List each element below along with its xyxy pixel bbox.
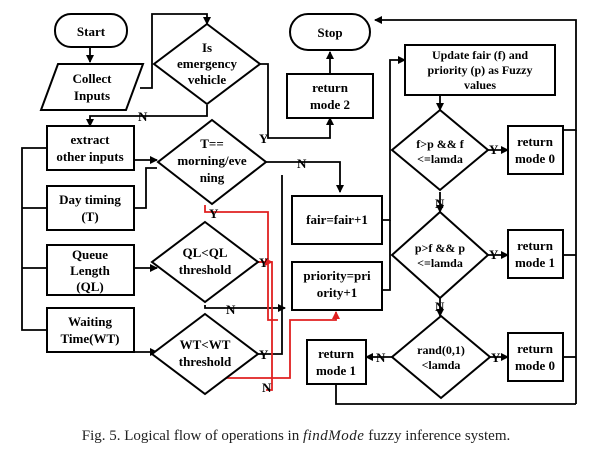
- edge-label-emergency-no: N: [138, 109, 148, 124]
- mode1b-label-2: mode 1: [316, 363, 356, 378]
- return-mode0-box-b: return mode 0: [507, 332, 564, 382]
- mode1a-label-1: return: [517, 238, 554, 253]
- update-label-3: values: [464, 78, 496, 92]
- waiting-time-box: Waiting Time(WT): [46, 307, 135, 353]
- queue-length-box: Queue Length (QL): [46, 244, 135, 296]
- update-label-1: Update fair (f) and: [432, 48, 528, 62]
- return-mode0-box-a: return mode 0: [507, 125, 564, 175]
- collect-label-2: Inputs: [74, 88, 110, 103]
- edge-label-fgtp-no: N: [435, 196, 445, 211]
- start-terminal: Start: [54, 13, 128, 48]
- extract-label-2: other inputs: [56, 149, 123, 164]
- f-gt-p-decision: f>p && f <=lamda: [390, 108, 490, 192]
- fgtp-label-2: <=lamda: [417, 152, 463, 166]
- extract-label-1: extract: [71, 132, 111, 147]
- rand-decision: rand(0,1) <lamda: [390, 314, 492, 400]
- ql-label-1: QL<QL: [183, 245, 228, 260]
- waiting-label-2: Time(WT): [61, 331, 120, 346]
- wt-decision: WT<WT threshold: [150, 312, 260, 396]
- collect-label-1: Collect: [73, 71, 113, 86]
- return-mode2-box: return mode 2: [286, 73, 374, 119]
- edge-label-pgtf-no: N: [435, 299, 445, 314]
- fair-increment-box: fair=fair+1: [291, 195, 383, 245]
- caption-prefix: Fig. 5. Logical flow of operations in: [81, 428, 303, 444]
- pgtf-label-1: p>f && p: [415, 241, 466, 255]
- edge-label-wt-yes: Y: [259, 347, 269, 362]
- caption-function-name: findMode: [302, 428, 365, 444]
- waiting-label-1: Waiting: [68, 314, 113, 329]
- rand-label-2: <lamda: [422, 358, 461, 372]
- start-label: Start: [77, 24, 106, 39]
- day-label-1: Day timing: [59, 192, 121, 207]
- edge-label-time-yes: Y: [209, 206, 219, 221]
- fair-inc-label: fair=fair+1: [306, 212, 368, 227]
- stop-label: Stop: [317, 25, 342, 40]
- time-label-1: T==: [200, 136, 224, 151]
- rand-label-1: rand(0,1): [417, 343, 465, 357]
- collect-inputs: Collect Inputs: [39, 63, 145, 111]
- queue-label-1: Queue: [72, 247, 108, 262]
- connectors: [21, 13, 577, 405]
- emergency-label-1: Is: [202, 40, 212, 55]
- mode0a-label-2: mode 0: [515, 151, 555, 166]
- edge-label-wt-no: N: [262, 380, 272, 395]
- ql-label-2: threshold: [179, 262, 232, 277]
- figure-caption: Fig. 5. Logical flow of operations in fi…: [0, 428, 592, 445]
- edge-label-ql-no: N: [226, 302, 236, 317]
- queue-label-3: (QL): [76, 279, 103, 294]
- emergency-decision: Is emergency vehicle: [152, 22, 262, 106]
- edge-label-ql-yes: Y: [259, 255, 269, 270]
- edge-label-rand-yes: Y: [491, 350, 501, 365]
- update-fair-box: Update fair (f) and priority (p) as Fuzz…: [404, 44, 556, 96]
- fgtp-label-1: f>p && f: [416, 137, 465, 151]
- mode1a-label-2: mode 1: [515, 255, 555, 270]
- p-gt-f-decision: p>f && p <=lamda: [390, 210, 490, 300]
- mode2-label-2: mode 2: [310, 97, 350, 112]
- queue-label-2: Length: [70, 263, 111, 278]
- mode0b-label-1: return: [517, 341, 554, 356]
- priority-increment-box: priority=pri ority+1: [291, 261, 383, 311]
- edge-label-emergency-yes: Y: [259, 131, 269, 146]
- return-mode1-box-a: return mode 1: [507, 229, 564, 279]
- prio-label-1: priority=pri: [303, 268, 371, 283]
- day-label-2: (T): [81, 209, 98, 224]
- wt-label-1: WT<WT: [180, 337, 231, 352]
- mode0b-label-2: mode 0: [515, 358, 555, 373]
- time-label-2: morning/eve: [177, 153, 247, 168]
- time-decision: T== morning/eve ning: [156, 118, 268, 206]
- emergency-label-2: emergency: [177, 56, 237, 71]
- edge-label-time-no: N: [297, 156, 307, 171]
- caption-suffix: fuzzy inference system.: [364, 428, 511, 444]
- update-label-2: priority (p) as Fuzzy: [428, 63, 533, 77]
- emergency-label-3: vehicle: [188, 72, 226, 87]
- stop-terminal: Stop: [289, 13, 371, 51]
- mode1b-label-1: return: [318, 346, 355, 361]
- edge-label-pgtf-yes: Y: [489, 247, 499, 262]
- wt-label-2: threshold: [179, 354, 232, 369]
- day-timing-box: Day timing (T): [46, 185, 135, 231]
- return-mode1-box-b: return mode 1: [306, 339, 367, 385]
- prio-label-2: ority+1: [317, 285, 358, 300]
- extract-inputs-box: extract other inputs: [46, 125, 135, 171]
- mode2-label-1: return: [312, 80, 349, 95]
- ql-decision: QL<QL threshold: [150, 220, 260, 304]
- edge-label-fgtp-yes: Y: [489, 142, 499, 157]
- edge-label-rand-no: N: [376, 350, 386, 365]
- time-label-3: ning: [200, 170, 225, 185]
- mode0a-label-1: return: [517, 134, 554, 149]
- pgtf-label-2: <=lamda: [417, 256, 463, 270]
- edge-labels: N Y N Y Y N Y N Y N Y N Y N: [138, 109, 501, 395]
